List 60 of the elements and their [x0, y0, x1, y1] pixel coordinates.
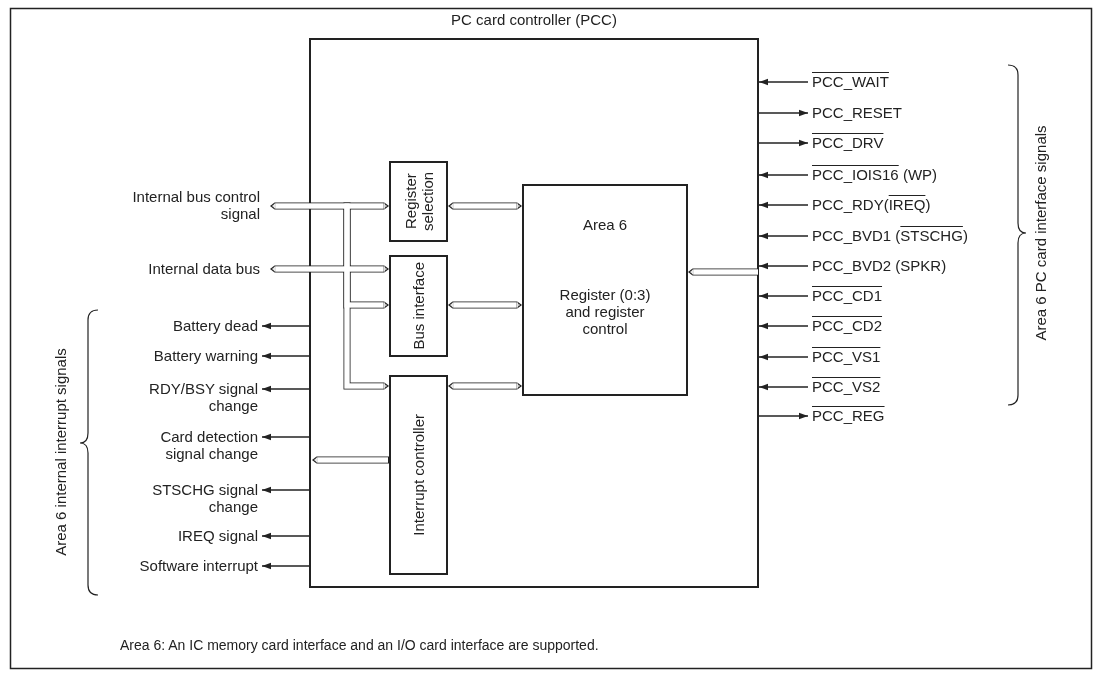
block-label: Register selection — [401, 170, 436, 234]
signal-arrow — [758, 383, 809, 391]
signal-arrow — [758, 171, 809, 179]
signal-label: PCC_DRV — [808, 134, 1008, 152]
signal-label: RDY/BSY signal change — [128, 380, 262, 416]
signal-label: Battery warning — [128, 347, 262, 365]
bus-arrow — [270, 265, 389, 273]
block-label: Register (0:3) and register control — [558, 286, 652, 337]
bracket-label: Area 6 PC card interface signals — [1031, 125, 1049, 341]
block-label: Bus interface — [410, 262, 427, 350]
signal-arrow — [758, 139, 809, 147]
signal-label: PCC_CD1 — [808, 287, 1008, 305]
signal-arrow — [758, 353, 809, 361]
bus-arrow — [343, 206, 389, 390]
block-label: Interrupt controller — [410, 414, 427, 536]
footnote: Area 6: An IC memory card interface and an I/O card interface are supported. — [120, 637, 599, 653]
signal-arrow — [758, 322, 809, 330]
bus-arrow — [312, 456, 389, 464]
signal-label: PCC_WAIT — [808, 73, 1008, 91]
signal-label: PCC_RDY(IREQ) — [808, 196, 1008, 214]
signal-arrow — [261, 322, 310, 330]
signal-label: PCC_RESET — [808, 104, 1008, 122]
block-box — [389, 161, 448, 242]
signal-label: PCC_BVD1 (STSCHG) — [808, 227, 1008, 245]
bus-label: Internal bus control signal — [125, 188, 270, 224]
signal-arrow — [758, 109, 809, 117]
signal-label: PCC_VS2 — [808, 378, 1008, 396]
signal-label: STSCHG signal change — [128, 481, 262, 517]
controller-title: PC card controller (PCC) — [450, 11, 618, 28]
signal-label: PCC_BVD2 (SPKR) — [808, 257, 1008, 275]
bus-arrow — [448, 301, 522, 309]
signal-arrow — [758, 201, 809, 209]
signal-arrow — [758, 292, 809, 300]
bus-arrow — [343, 202, 389, 210]
block-box — [522, 184, 688, 396]
signal-arrow — [758, 262, 809, 270]
signal-label: PCC_CD2 — [808, 317, 1008, 335]
signal-arrow — [261, 562, 310, 570]
block-box — [389, 255, 448, 357]
signal-arrow — [758, 412, 809, 420]
signal-arrow — [758, 78, 809, 86]
signal-arrow — [261, 352, 310, 360]
signal-label: PCC_IOIS16 (WP) — [808, 166, 1008, 184]
signal-arrow — [261, 486, 310, 494]
bus-label: Internal data bus — [100, 260, 270, 278]
bracket-label: Area 6 internal interrupt signals — [51, 348, 69, 556]
signal-label: Card detection signal change — [128, 428, 262, 464]
bus-arrow — [448, 382, 522, 390]
signal-label: Software interrupt — [128, 557, 262, 575]
block-box — [389, 375, 448, 575]
signal-arrow — [758, 232, 809, 240]
signal-label: Battery dead — [128, 317, 262, 335]
block-title: Area 6 — [581, 216, 629, 233]
signal-label: PCC_REG — [808, 407, 1008, 425]
signal-arrow — [261, 385, 310, 393]
signal-label: PCC_VS1 — [808, 348, 1008, 366]
signal-label: IREQ signal — [128, 527, 262, 545]
signal-arrow — [261, 532, 310, 540]
bus-arrow — [448, 202, 522, 210]
signal-arrow — [261, 433, 310, 441]
